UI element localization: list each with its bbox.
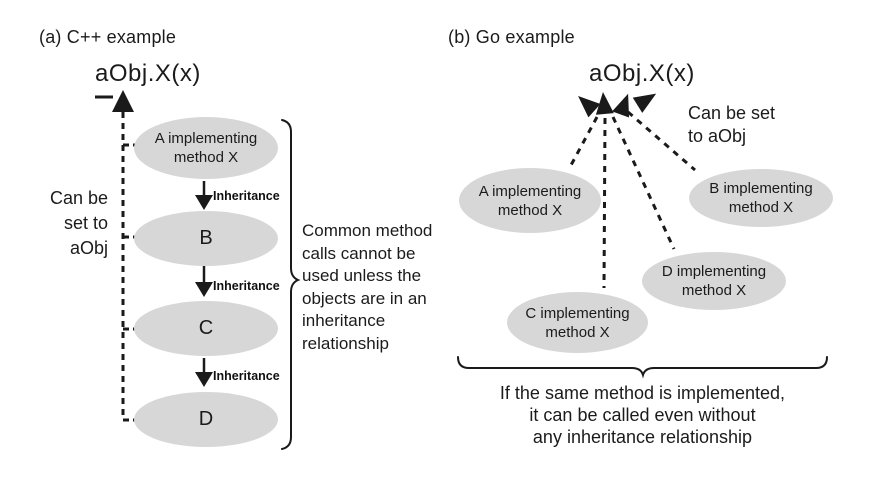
node-a-go-label: A implementing method X <box>478 182 582 219</box>
node-a-go: A implementing method X <box>459 168 601 233</box>
node-c-go-label: C implementing method X <box>525 304 630 341</box>
right-curly-brace <box>281 119 301 450</box>
can-be-set-note-b: Can be set to aObj <box>688 103 776 146</box>
node-c-cpp: C <box>134 301 278 356</box>
go-dashed-line-d <box>611 116 676 250</box>
can-be-set-note-a: Can be set to aObj <box>49 188 108 258</box>
node-d-cpp: D <box>134 392 278 447</box>
converge-arrow-icon-3 <box>612 93 630 118</box>
go-dashed-line-a <box>568 116 599 168</box>
caller-expression-a: aObj.X(x) <box>95 60 201 87</box>
node-d-go-label: D implementing method X <box>661 263 767 299</box>
node-c-cpp-label: C <box>198 317 214 339</box>
up-arrow-icon <box>112 90 134 112</box>
panel-b-title: (b) Go example <box>448 27 575 47</box>
inheritance-label-1: Inheritance <box>213 189 280 203</box>
converge-arrow-icon-1 <box>578 95 601 118</box>
inheritance-arrow-head-3 <box>195 372 213 387</box>
node-c-go: C implementing method X <box>507 292 648 353</box>
node-d-cpp-label: D <box>198 408 214 430</box>
converge-arrow-icon-2 <box>595 92 614 115</box>
inheritance-arrow-head-1 <box>195 195 213 210</box>
node-b-cpp: B <box>134 211 278 266</box>
node-a-cpp-label: A implementing method X <box>154 130 258 166</box>
node-d-go: D implementing method X <box>642 252 786 310</box>
bottom-curly-brace <box>457 356 828 379</box>
node-b-cpp-label: B <box>199 227 213 249</box>
panel-a-title: (a) C++ example <box>39 27 177 47</box>
go-dashed-line-c <box>602 117 607 289</box>
inheritance-label-3: Inheritance <box>213 369 280 383</box>
node-b-go: B implementing method X <box>689 169 833 227</box>
caller-expression-b: aObj.X(x) <box>589 60 695 87</box>
go-dashed-line-b <box>627 110 696 172</box>
node-a-cpp: A implementing method X <box>134 117 278 179</box>
converge-arrow-icon-4 <box>632 93 657 113</box>
go-brace-note: If the same method is implemented, it ca… <box>499 383 786 447</box>
node-b-go-label: B implementing method X <box>709 180 813 216</box>
inheritance-arrow-head-2 <box>195 282 213 297</box>
inheritance-label-2: Inheritance <box>213 279 280 293</box>
cpp-brace-note: Common method calls cannot be used unles… <box>302 221 433 353</box>
